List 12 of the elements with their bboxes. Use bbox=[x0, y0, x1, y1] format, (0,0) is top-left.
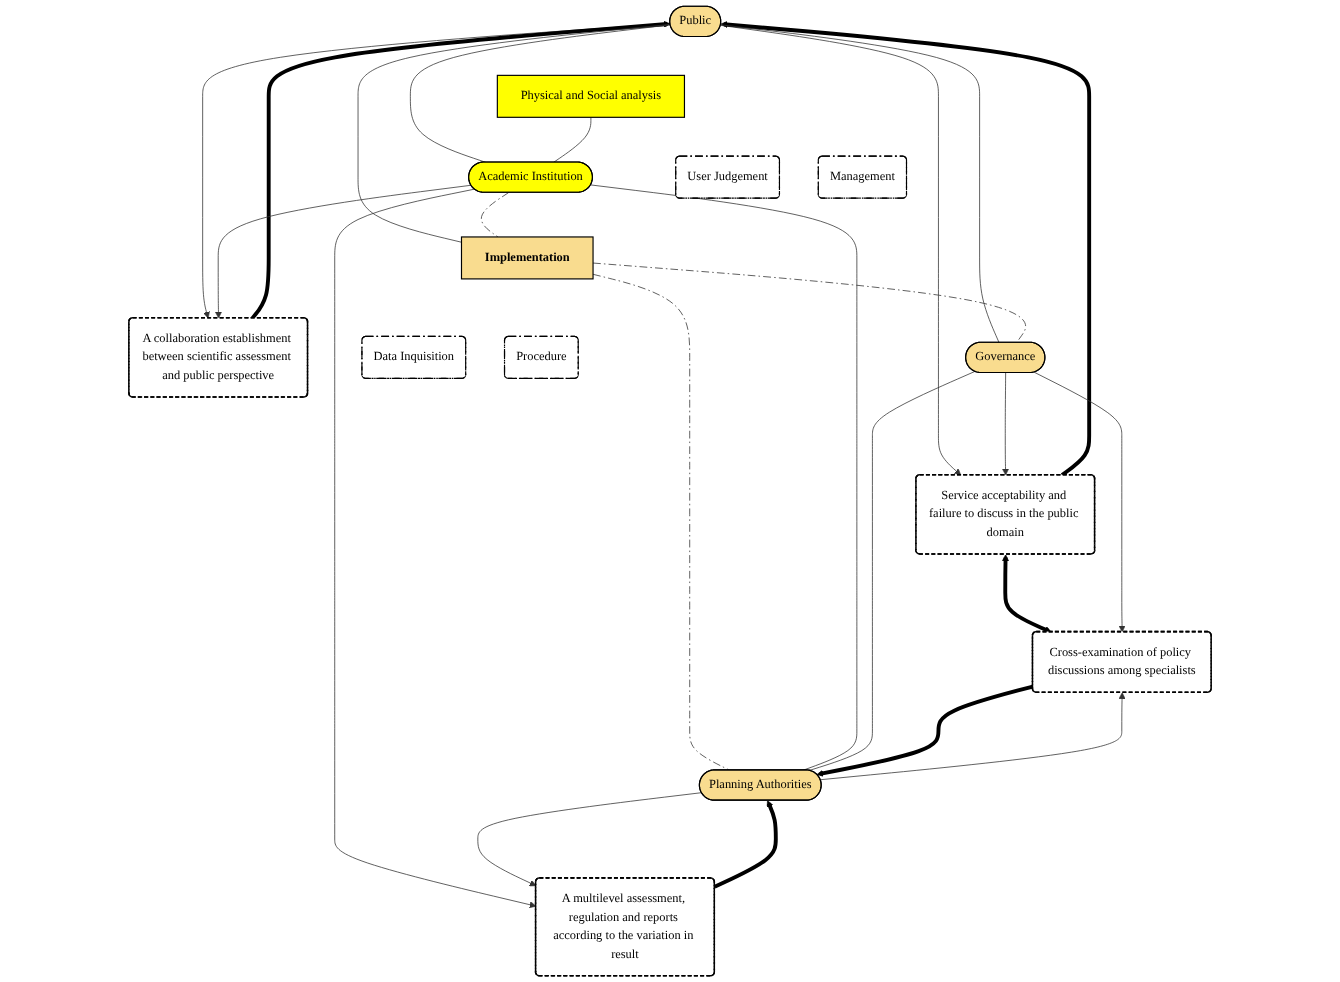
arrow bbox=[816, 684, 1034, 777]
connector bbox=[553, 116, 592, 163]
connector bbox=[480, 192, 509, 238]
connector bbox=[808, 371, 976, 771]
arrow bbox=[713, 800, 778, 889]
connector bbox=[357, 23, 671, 243]
connector bbox=[409, 24, 671, 163]
connector bbox=[720, 24, 1000, 343]
connector bbox=[590, 184, 858, 771]
arrow bbox=[1002, 554, 1052, 633]
connector bbox=[592, 273, 731, 771]
connector bbox=[592, 262, 1027, 343]
